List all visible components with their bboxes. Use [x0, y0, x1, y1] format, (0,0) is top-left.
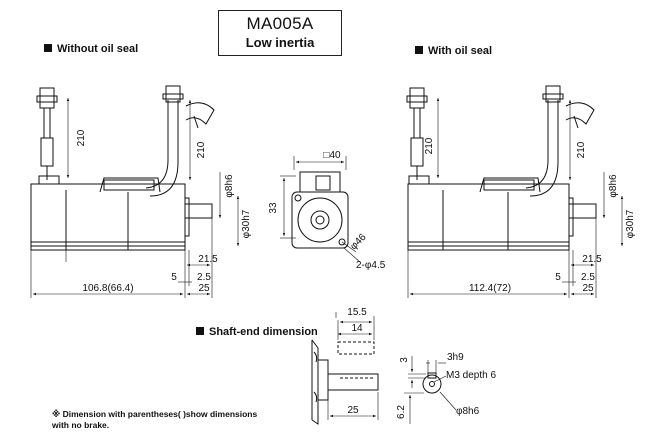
left-pilot-diameter: φ30h7 — [241, 209, 252, 238]
model-number: MA005A — [246, 14, 314, 33]
front-holes: 2-φ4.5 — [356, 260, 386, 271]
model-subtitle: Low inertia — [245, 35, 315, 50]
front-flange-view — [280, 156, 361, 263]
right-shaft-diameter: φ8h6 — [608, 174, 619, 198]
shaft-key-3h9: 3h9 — [447, 352, 464, 363]
motor-body — [407, 183, 570, 251]
right-cable-length: 210 — [424, 137, 435, 154]
shaft-dim-15-5: 15.5 — [347, 307, 367, 318]
left-flange-21-5: 21.5 — [198, 254, 218, 265]
footnote-line-1: ※ Dimension with parentheses( )show dime… — [52, 409, 258, 419]
right-power-cable-length: 210 — [576, 141, 587, 158]
left-cable-length: 210 — [76, 129, 87, 146]
left-step-2-5: 2.5 — [197, 272, 211, 283]
left-motor-side-view — [30, 85, 240, 298]
front-square-40: □40 — [323, 150, 341, 161]
square-bullet-icon — [196, 327, 204, 335]
connector-icon — [39, 87, 55, 109]
square-bullet-icon — [415, 46, 423, 54]
front-height-33: 33 — [268, 202, 279, 214]
right-step-5: 5 — [555, 272, 561, 283]
shaft-dim-6-2: 6.2 — [396, 405, 407, 419]
left-shaft-length: 25 — [198, 283, 210, 294]
header-with-oil-seal: With oil seal — [415, 45, 492, 57]
right-shaft-length: 25 — [582, 283, 594, 294]
connector-icon — [409, 87, 425, 109]
footnote-line-2: with no brake. — [52, 420, 110, 430]
left-power-cable-length: 210 — [196, 141, 207, 158]
square-bullet-icon — [44, 44, 52, 52]
shaft-dim-25: 25 — [347, 405, 359, 416]
shaft-dim-14: 14 — [351, 323, 363, 334]
right-body-length: 112.4(72) — [469, 283, 511, 294]
header-without-oil-seal: Without oil seal — [44, 43, 138, 55]
left-shaft-diameter: φ8h6 — [224, 174, 235, 198]
shaft-tap: M3 depth 6 — [446, 370, 496, 381]
right-flange-21-5: 21.5 — [582, 254, 602, 265]
left-step-5: 5 — [171, 272, 177, 283]
right-pilot-diameter: φ30h7 — [625, 209, 636, 238]
model-title-box: MA005A Low inertia — [218, 10, 342, 56]
shaft-end-detail — [311, 312, 457, 425]
header-shaft-end: Shaft-end dimension — [196, 326, 318, 338]
footnote: ※ Dimension with parentheses( )show dime… — [52, 409, 257, 431]
left-body-length: 106.8(66.4) — [82, 283, 133, 294]
shaft-diameter-8h6: φ8h6 — [456, 406, 480, 417]
right-motor-side-view — [406, 85, 624, 298]
right-step-2-5: 2.5 — [581, 272, 595, 283]
shaft-dim-3: 3 — [399, 357, 410, 363]
